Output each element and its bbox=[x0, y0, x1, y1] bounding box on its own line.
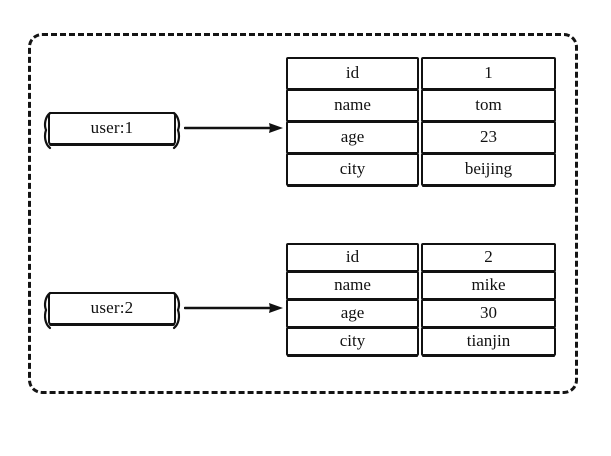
hash-value-cell: beijing bbox=[421, 153, 556, 186]
hash-value-cell: 23 bbox=[421, 121, 556, 154]
hash-value-cell: mike bbox=[421, 271, 556, 300]
hash-field-cell: city bbox=[286, 153, 419, 186]
key-label: user:2 bbox=[90, 298, 134, 317]
redis-keyspace-container bbox=[28, 33, 578, 394]
hash-field-cell: id bbox=[286, 57, 419, 90]
table-row: city tianjin bbox=[286, 327, 556, 356]
hash-field-cell: id bbox=[286, 243, 419, 272]
hash-field-cell: name bbox=[286, 89, 419, 122]
hash-value-cell: 1 bbox=[421, 57, 556, 90]
key-label: user:1 bbox=[90, 118, 134, 137]
table-row: age 30 bbox=[286, 299, 556, 328]
hash-value-cell: tianjin bbox=[421, 327, 556, 356]
key-box-user-1[interactable]: user:1 bbox=[43, 111, 181, 150]
hash-table-user-1: id 1 name tom age 23 city bbox=[286, 57, 556, 186]
hash-table-user-2: id 2 name mike age 30 city bbox=[286, 243, 556, 356]
arrow-user-1-to-hash bbox=[183, 121, 284, 135]
hash-value-cell: tom bbox=[421, 89, 556, 122]
hash-field-cell: city bbox=[286, 327, 419, 356]
hash-field-cell: age bbox=[286, 299, 419, 328]
arrow-user-2-to-hash bbox=[183, 301, 284, 315]
key-box-user-2[interactable]: user:2 bbox=[43, 291, 181, 330]
table-row: id 2 bbox=[286, 243, 556, 272]
table-row: name tom bbox=[286, 89, 556, 122]
hash-value-cell: 30 bbox=[421, 299, 556, 328]
table-row: name mike bbox=[286, 271, 556, 300]
hash-value-cell: 2 bbox=[421, 243, 556, 272]
table-row: age 23 bbox=[286, 121, 556, 154]
table-row: id 1 bbox=[286, 57, 556, 90]
hash-field-cell: name bbox=[286, 271, 419, 300]
table-row: city beijing bbox=[286, 153, 556, 186]
hash-field-cell: age bbox=[286, 121, 419, 154]
